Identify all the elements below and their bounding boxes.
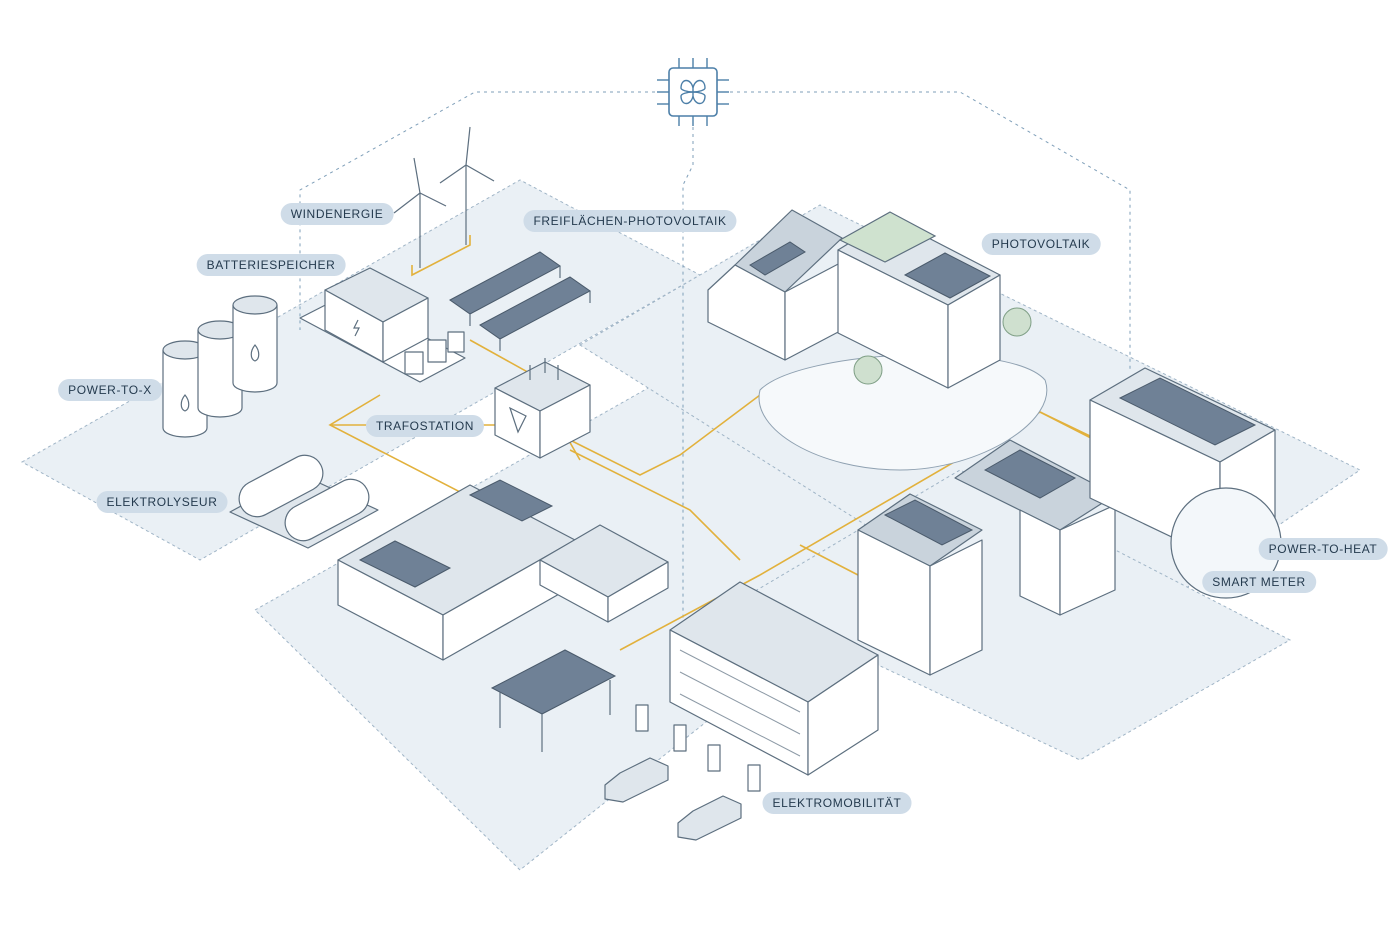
power-line — [799, 544, 859, 576]
school-complex — [707, 209, 1048, 471]
power-line — [411, 235, 471, 277]
label-power-to-heat: POWER-TO-HEAT — [1258, 538, 1388, 560]
apartment-buildings — [857, 367, 1282, 676]
label-batteriespeicher: BATTERIESPEICHER — [196, 254, 346, 276]
electrolyser — [229, 454, 379, 549]
label-power-to-x: POWER-TO-X — [58, 379, 162, 401]
electric-cars — [604, 757, 742, 841]
industrial-hall — [337, 479, 669, 661]
power-line — [569, 449, 741, 561]
label-trafostation: TRAFOSTATION — [365, 415, 485, 437]
power-line — [569, 394, 761, 476]
ev-chargers — [635, 704, 761, 792]
transformer-station — [494, 358, 591, 459]
ev-carport — [490, 649, 617, 752]
label-windenergie: WINDENERGIE — [280, 203, 394, 225]
label-photovoltaik: PHOTOVOLTAIK — [981, 233, 1101, 255]
battery-storage — [299, 267, 466, 383]
label-freiflaechen-photovoltaik: FREIFLÄCHEN-PHOTOVOLTAIK — [523, 210, 737, 232]
ground-pv-field — [449, 251, 591, 351]
chip-icon — [657, 58, 729, 126]
label-elektrolyseur: ELEKTROLYSEUR — [96, 491, 228, 513]
wind-turbines — [393, 126, 495, 268]
office-building — [669, 581, 879, 776]
label-smart-meter: SMART METER — [1202, 571, 1316, 593]
power-to-x-tanks — [162, 295, 278, 438]
label-elektromobilitaet: ELEKTROMOBILITÄT — [762, 792, 912, 814]
